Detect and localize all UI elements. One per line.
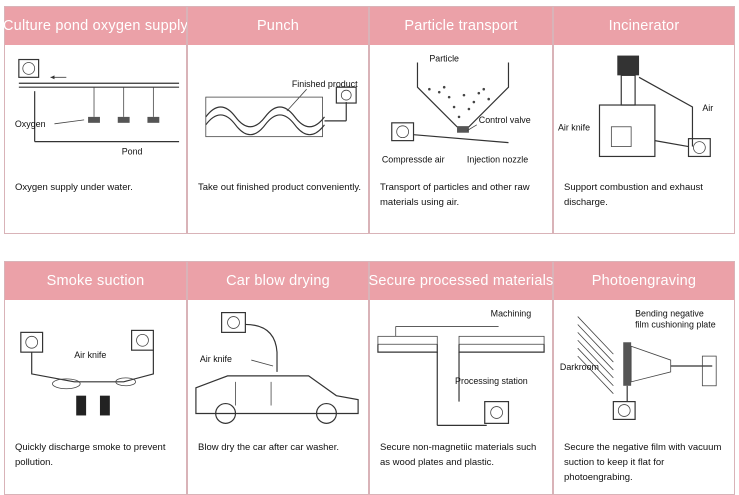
panel-title: Culture pond oxygen supply <box>3 7 188 45</box>
panel-title: Smoke suction <box>5 262 186 300</box>
blower-icon <box>484 401 510 424</box>
panel-incinerator: Incinerator Air Air knife Support combus… <box>553 6 735 234</box>
label-oxygen: Oxygen <box>15 119 46 129</box>
panel-culture-pond: Culture pond oxygen supply <box>3 6 188 234</box>
label-bending-negative: Bending negative <box>635 309 704 319</box>
panel-caption: Support combustion and exhaust discharge… <box>564 182 703 208</box>
blower-icon <box>221 312 246 333</box>
secure-materials-illustration: Machining Processing station <box>370 302 552 430</box>
applications-row-2: Smoke suction Air knife Quickly discharg… <box>4 261 735 495</box>
panel-title: Car blow drying <box>188 262 368 300</box>
label-processing-station: Processing station <box>455 376 528 386</box>
secure-materials-diagram: Machining Processing station <box>377 309 545 426</box>
panel-caption: Secure non-magnetiic materials such as w… <box>380 442 537 468</box>
label-darkroom: Darkroom <box>560 362 599 372</box>
punch-diagram: Finished product <box>205 79 358 138</box>
photoengraving-diagram: Bending negative film cushioning plate D… <box>560 309 717 421</box>
label-machining: Machining <box>491 309 532 319</box>
exhaust-filter <box>617 55 640 76</box>
film-plate <box>623 342 632 386</box>
culture-pond-illustration: Oxygen Pond <box>5 47 186 167</box>
incinerator-illustration: Air Air knife <box>554 47 734 167</box>
smoke-suction-diagram: Air knife <box>20 329 154 416</box>
label-pond: Pond <box>122 146 143 156</box>
blower-icon <box>391 122 415 142</box>
panel-particle-transport: Particle transport Particle <box>369 6 553 234</box>
panel-title: Particle transport <box>370 7 552 45</box>
label-air-knife: Air knife <box>200 354 232 364</box>
panel-caption: Secure the negative film with vacuum suc… <box>564 442 722 483</box>
blower-icon <box>687 138 711 158</box>
label-compressed-air: Compressde air <box>382 154 445 164</box>
blower-icon <box>18 58 40 78</box>
label-particle: Particle <box>429 54 459 64</box>
panel-caption: Transport of particles and other raw mat… <box>380 182 530 208</box>
panel-punch: Punch Finished product Take out finished… <box>187 6 369 234</box>
blower-icon <box>131 329 154 351</box>
smoke-suction-illustration: Air knife <box>5 302 186 430</box>
panel-car-blow-drying: Car blow drying Air knife Blow dry the c… <box>187 261 369 495</box>
panel-caption: Quickly discharge smoke to prevent pollu… <box>15 442 166 468</box>
car-outline <box>195 375 359 415</box>
photoengraving-illustration: Bending negative film cushioning plate D… <box>554 302 734 430</box>
label-film-cushioning-plate: film cushioning plate <box>635 319 716 329</box>
panel-smoke-suction: Smoke suction Air knife Quickly discharg… <box>4 261 187 495</box>
panel-photoengraving: Photoengraving Bending negative <box>553 261 735 495</box>
blower-icon <box>20 331 44 353</box>
panel-caption: Oxygen supply under water. <box>15 182 133 193</box>
label-control-valve: Control valve <box>479 115 531 125</box>
panel-title: Punch <box>188 7 368 45</box>
car-blow-drying-diagram: Air knife <box>195 312 359 424</box>
label-finished-product: Finished product <box>292 79 358 89</box>
particle-transport-illustration: Particle Control valve Compressde air In… <box>370 47 552 167</box>
punch-illustration: Finished product <box>188 47 368 167</box>
blower-icon <box>335 86 357 104</box>
panel-title: Photoengraving <box>554 262 734 300</box>
panel-secure-processed-materials: Secure processed materials Machining Pro… <box>369 261 553 495</box>
blower-icon <box>612 401 636 421</box>
label-air-knife: Air knife <box>558 123 590 133</box>
panel-caption: Take out finished product conveniently. <box>198 182 362 193</box>
panel-title: Incinerator <box>554 7 734 45</box>
incinerator-diagram: Air Air knife <box>558 55 713 158</box>
label-injection-nozzle: Injection nozzle <box>467 154 528 164</box>
panel-caption: Blow dry the car after car washer. <box>198 442 339 453</box>
culture-pond-diagram: Oxygen Pond <box>15 58 180 156</box>
label-air: Air <box>702 103 713 113</box>
applications-row-1: Culture pond oxygen supply <box>3 6 735 234</box>
car-blow-drying-illustration: Air knife <box>188 302 368 430</box>
particle-transport-diagram: Particle Control valve Compressde air In… <box>382 54 531 165</box>
panel-title: Secure processed materials <box>369 262 553 300</box>
label-air-knife: Air knife <box>74 350 106 360</box>
